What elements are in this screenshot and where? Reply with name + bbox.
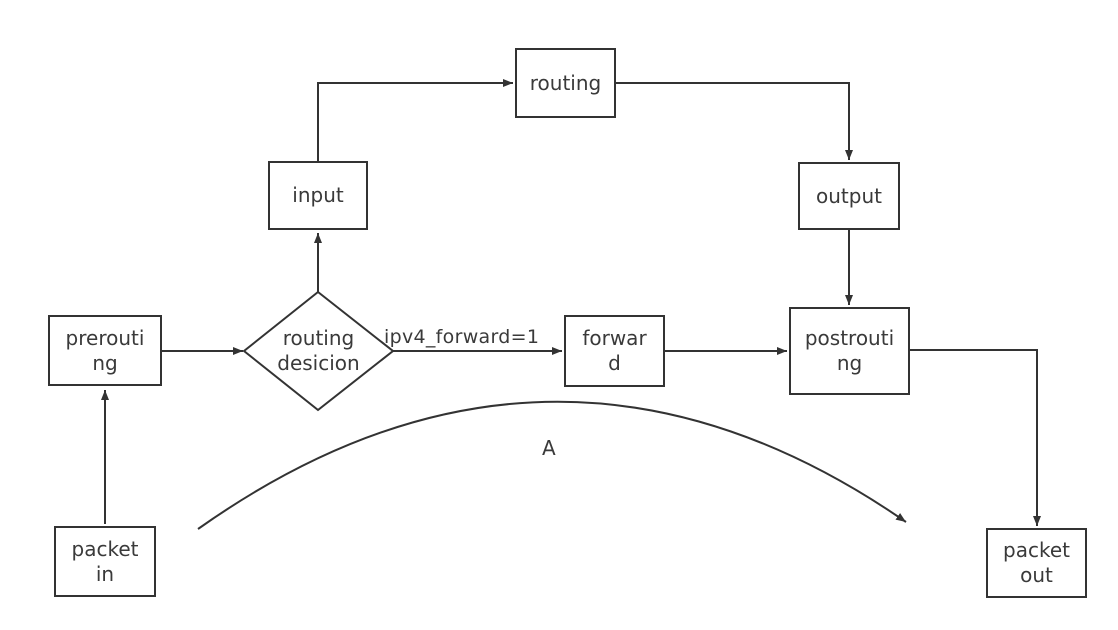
node-label-line: packet [71,536,139,561]
edge-postrouting-to-packet-out [910,349,1041,526]
node-label-line: routing [529,70,602,95]
node-postrouting: postrouti ng [789,307,910,395]
edge-label-ipv4-forward-condition: ipv4_forward=1 [384,326,540,348]
edge-label-a: A [542,436,556,460]
node-label-line: ng [836,351,863,375]
node-prerouting: prerouti ng [48,315,162,386]
node-label-line: input [292,183,344,207]
node-forward: forwar d [564,315,665,387]
routing-decision-diamond [242,290,395,412]
node-label-line: desicion [277,351,360,375]
node-label-line: postrouti [804,326,895,350]
node-label-line: in [95,561,115,586]
node-routing-decision-label: routing desicion [244,292,393,410]
edge-input-to-routing [317,79,513,161]
node-packet-out: packet out [986,528,1087,598]
node-label-line: packet [1003,538,1070,562]
node-output: output [798,162,900,230]
node-label-line: routing [282,326,355,350]
node-label-line: forwar [582,326,647,350]
node-label-line: output [816,183,882,208]
node-routing: routing [515,48,616,118]
node-label-line: d [608,351,621,375]
node-label-line: ng [92,350,118,375]
node-label-line: prerouti [65,325,145,350]
node-input: input [268,161,368,230]
node-packet-in: packet in [54,526,156,597]
edge-bypass-curve-a [197,400,907,530]
node-label-line: out [1020,563,1053,587]
edge-routing-to-output [616,82,853,160]
